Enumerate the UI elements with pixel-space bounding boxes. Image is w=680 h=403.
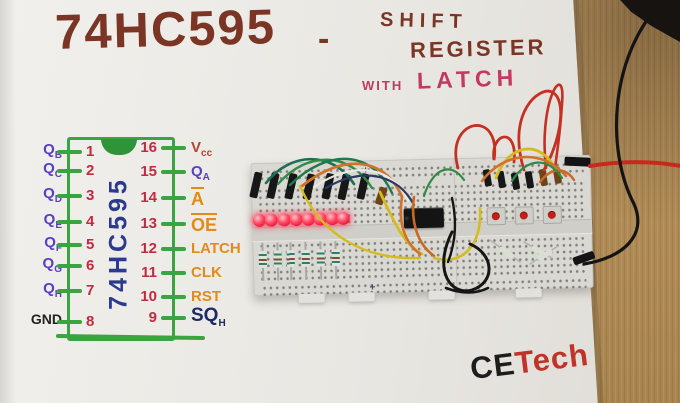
pin-label: QC (43, 160, 62, 180)
pin-row-12: 12 LATCH (0, 238, 260, 260)
pin-tick (57, 169, 82, 173)
pin-label: QH (43, 280, 62, 300)
pin-number: 15 (140, 163, 157, 180)
pin-label: OE (191, 215, 218, 235)
pin-label: QB (43, 141, 62, 161)
logo-text-black: CE (468, 345, 518, 387)
pin-number: 6 (86, 257, 95, 274)
pin-number: 5 (86, 236, 95, 253)
pin-label: GND (30, 311, 62, 327)
pin-label: Vcc (191, 139, 213, 159)
pin-tick (161, 170, 186, 174)
ic-notch (101, 139, 137, 155)
pin-label: QE (43, 211, 62, 231)
pin-number: 4 (86, 213, 95, 230)
breadboard-tab (428, 290, 455, 300)
pin-row-16: 16 Vcc (0, 137, 260, 159)
pin-row-8: GND 8 (0, 311, 260, 333)
push-button (486, 206, 507, 226)
pin-tick (57, 194, 82, 198)
pin-tick (161, 146, 186, 150)
pin-label: CLK (191, 264, 222, 281)
pin-tick (161, 316, 186, 320)
pin-tick (161, 271, 186, 275)
push-button (514, 206, 535, 225)
pin-label: QF (44, 234, 62, 254)
breadboard-tab (348, 292, 375, 302)
pin-row-15: 15 QA (0, 161, 260, 183)
pin-label: RST (191, 288, 221, 305)
pin-row-14: 14 A (0, 187, 260, 209)
pin-row-11: 11 CLK (0, 262, 260, 284)
pin-number: 9 (148, 309, 157, 326)
pin-row-13: 13 OE (0, 213, 260, 235)
pin-row-7: QH 7 (0, 280, 260, 302)
pin-number: 16 (140, 139, 157, 156)
pin-row-2: QC 2 (0, 160, 260, 182)
pin-tick (161, 247, 186, 251)
pin-tick (161, 222, 186, 226)
pin-tick (57, 220, 82, 224)
pin-tick (161, 295, 186, 299)
pin-tick (57, 289, 82, 293)
pin-label: QD (43, 185, 62, 205)
ic-body-outline (67, 137, 175, 341)
pin-label: SQH (191, 305, 226, 329)
pin-number: 1 (86, 143, 95, 160)
breadboard-tab (515, 288, 542, 298)
title-dash: - (318, 20, 330, 58)
pin-label: LATCH (191, 240, 241, 257)
pin-row-10: 10 RST (0, 286, 260, 308)
pin-number: 8 (86, 313, 95, 330)
pin-row-4: QE 4 (0, 211, 260, 233)
title-word-with: WITH (362, 78, 404, 93)
pin-row-9: 9 SQH (0, 305, 260, 329)
pin-number: 7 (86, 282, 95, 299)
pin-label: QG (42, 255, 62, 275)
pin-number: 10 (140, 288, 157, 305)
pin-row-1: QB 1 (0, 141, 260, 163)
pin-tick (57, 320, 82, 324)
push-button (542, 205, 562, 225)
pin-number: 14 (140, 189, 157, 206)
pin-number: 3 (86, 187, 95, 204)
pin-row-3: QD 3 (0, 185, 260, 207)
pin-number: 13 (140, 215, 157, 232)
pin-row-6: QG 6 (0, 255, 260, 277)
pin-tick (57, 243, 82, 247)
pin-tick (57, 264, 82, 268)
breadboard: + + (249, 154, 596, 304)
pin-number: 12 (140, 240, 157, 257)
pin-tick (161, 196, 186, 200)
pin-label: QA (191, 163, 210, 183)
power-wire-plug (564, 156, 591, 167)
pin-number: 2 (86, 162, 95, 179)
pin-row-5: QF 5 (0, 234, 260, 256)
breadboard-tab (298, 293, 325, 304)
shift-register-chip (403, 207, 445, 229)
pin-number: 11 (141, 264, 157, 281)
pin-label: A (191, 189, 204, 209)
pin-tick (57, 150, 82, 154)
